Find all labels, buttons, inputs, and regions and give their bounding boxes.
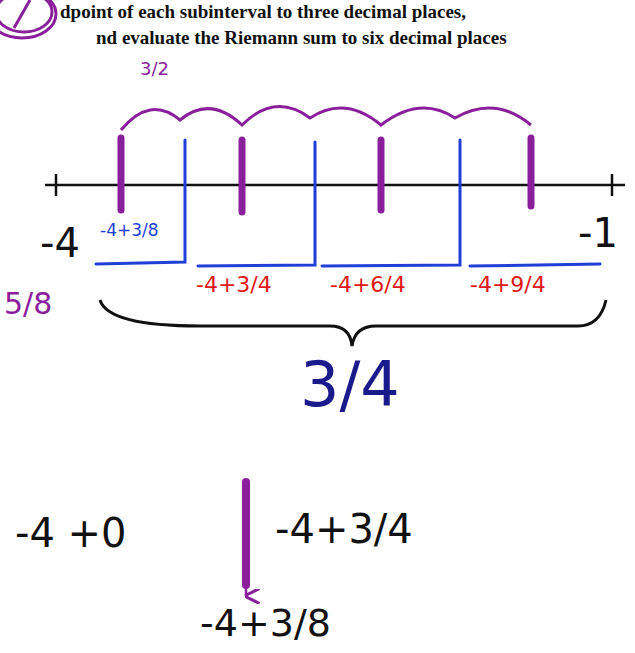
subinterval-label: -4+6/4 <box>330 273 406 296</box>
wavy-arcs <box>121 107 531 130</box>
midpoint-label: -4+3/8 <box>100 222 159 240</box>
endpoint-label: -4 <box>40 222 80 264</box>
brace <box>100 300 606 346</box>
midpoint-marks <box>121 138 531 212</box>
interval-end: -4+3/4 <box>275 508 413 550</box>
number-line <box>45 174 625 196</box>
subinterval-label: -4+9/4 <box>470 273 546 296</box>
subinterval-brackets <box>96 140 600 266</box>
endpoint-label: -1 <box>578 212 618 254</box>
scribble-circle <box>0 0 56 38</box>
down-arrow <box>245 585 248 596</box>
note-value: 3/2 <box>140 60 169 79</box>
note-value: 5/8 <box>4 288 52 320</box>
midpoint-result: -4+3/8 <box>200 604 331 644</box>
interval-start: -4 +0 <box>15 512 127 554</box>
divider-bar <box>242 482 250 585</box>
width-value: 3/4 <box>300 352 400 417</box>
instruction-text: dpoint of each subinterval to three deci… <box>60 2 466 22</box>
instruction-text: nd evaluate the Riemann sum to six decim… <box>96 28 507 48</box>
subinterval-label: -4+3/4 <box>196 273 272 296</box>
